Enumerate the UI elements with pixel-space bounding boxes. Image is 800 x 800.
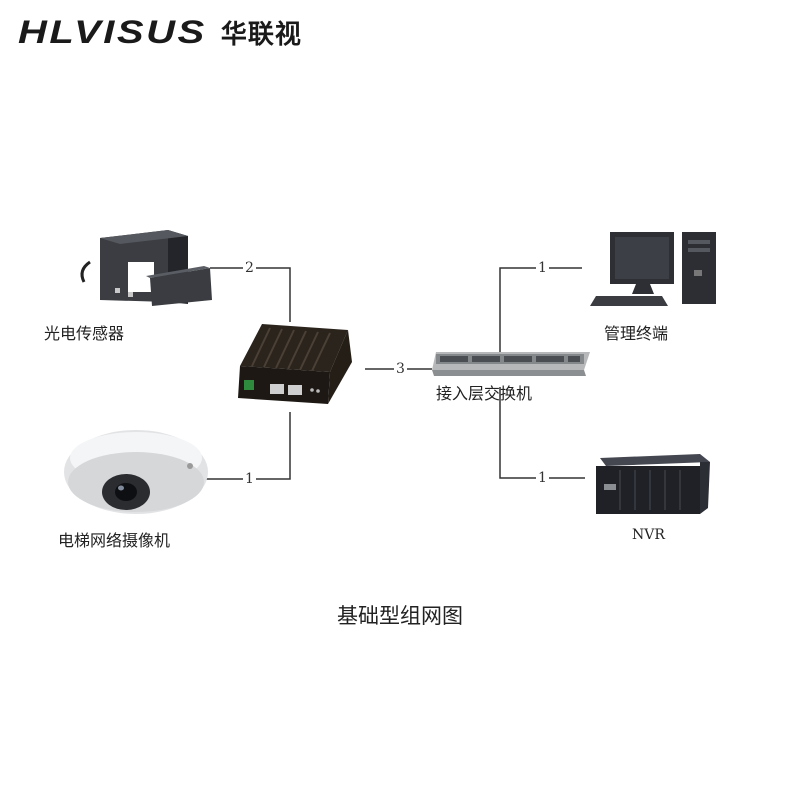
link-label-switch-nvr: 1 [536,470,549,486]
label-management-terminal: 管理终端 [604,324,669,343]
link-camera-converter [206,412,291,480]
access-switch-icon [432,352,590,376]
brand-logo: HLVISUS 华联视 [18,12,302,52]
label-access-switch: 接入层交换机 [436,384,533,403]
link-label-sensor-converter: 2 [243,260,256,276]
logo-chinese-text: 华联视 [220,19,302,50]
management-terminal-icon [590,232,716,306]
link-label-switch-terminal: 1 [536,260,549,276]
label-nvr: NVR [632,527,665,543]
link-switch-nvr [499,387,585,479]
diagram-caption: 基础型组网图 [337,604,463,628]
logo-latin-text: HLVISUS [18,13,207,50]
photoelectric-sensor-icon [80,230,212,306]
link-label-converter-switch: 3 [394,361,407,377]
link-switch-terminal [499,267,582,353]
nvr-recorder-icon [596,454,710,514]
label-photoelectric-sensor: 光电传感器 [44,324,125,343]
media-converter-icon [238,324,352,404]
link-label-camera-converter: 1 [243,471,256,487]
label-elevator-camera: 电梯网络摄像机 [58,531,171,550]
dome-camera-icon [64,430,208,514]
link-sensor-converter [210,267,291,322]
